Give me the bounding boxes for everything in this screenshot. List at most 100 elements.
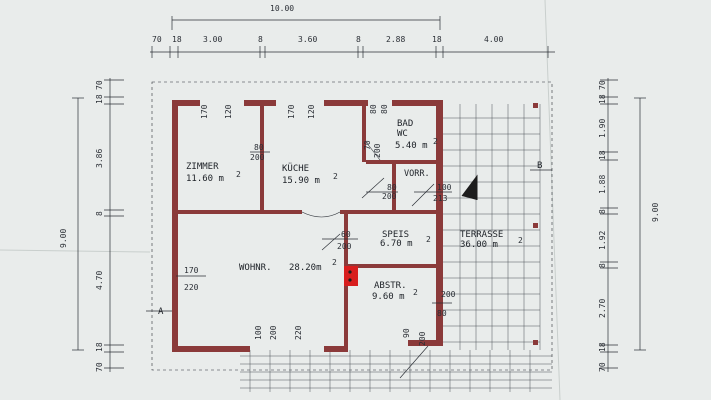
room-vorr: VORR.	[404, 169, 430, 179]
right-dim-label: 1.92	[598, 231, 607, 250]
door-swing	[301, 211, 341, 218]
room-area: 9.60 m	[372, 292, 405, 302]
top-dim-label: 4.00	[484, 35, 503, 44]
left-dimension-chain: 9.00 70 18 3.86 8 4.70 18 70	[59, 78, 124, 372]
right-dimension-chain: 70 18 1.90 18 1.88 8 1.92 8 2.70 18 70 9…	[598, 78, 660, 372]
chimney-flue	[348, 278, 352, 282]
room-name-secondary: WC	[397, 129, 408, 139]
left-dim-label: 4.70	[95, 271, 104, 290]
section-marker: A	[158, 307, 164, 317]
room-area-exponent: 2	[426, 235, 431, 244]
left-dim-label: 70	[95, 362, 104, 372]
room-name: BAD	[397, 119, 413, 129]
room-area: 5.40 m	[395, 141, 428, 151]
room-area: 36.00 m	[460, 240, 498, 250]
section-marker: B	[537, 161, 542, 171]
right-dim-label: 18	[598, 342, 607, 352]
chimney	[344, 266, 358, 286]
opening-height: 80	[437, 309, 447, 318]
opening-height: 200	[250, 153, 265, 162]
room-area-exponent: 2	[413, 288, 418, 297]
top-dim-label: 70	[152, 35, 162, 44]
right-dim-label: 18	[598, 94, 607, 104]
room-area-exponent: 2	[333, 172, 338, 181]
terrace-post	[533, 103, 538, 108]
room-area: 11.60 m	[186, 174, 224, 184]
room-name: ABSTR.	[374, 281, 407, 291]
right-dim-label: 70	[598, 80, 607, 90]
opening-width: 80	[369, 104, 378, 114]
top-dim-label: 3.60	[298, 35, 317, 44]
opening-height: 213	[433, 194, 448, 203]
paper-fold-line	[544, 0, 561, 400]
exterior-walls	[172, 100, 443, 352]
room-area: 15.90 m	[282, 176, 320, 186]
opening-width: 70	[363, 140, 372, 150]
chimney-flue	[348, 270, 352, 274]
top-dim-label: 18	[432, 35, 442, 44]
opening-height: 220	[184, 283, 199, 292]
room-wohnr: WOHNR. 28.20m 2	[239, 258, 337, 273]
room-bad: BAD WC 5.40 m 2	[395, 119, 438, 151]
left-dim-label: 8	[95, 211, 104, 216]
right-dim-label: 1.88	[598, 175, 607, 194]
room-name: SPEIS	[382, 230, 409, 240]
room-speis: SPEIS 6.70 m 2	[380, 230, 431, 249]
room-name: VORR.	[404, 169, 430, 179]
opening-height: 200	[382, 192, 397, 201]
opening-width: 170	[287, 104, 296, 119]
opening-height: 80	[380, 104, 389, 114]
opening-width: 100	[437, 183, 452, 192]
right-dim-label: 8	[598, 209, 607, 214]
right-overall-dimension: 9.00	[651, 203, 660, 222]
left-dim-label: 18	[95, 94, 104, 104]
opening-width: 220	[294, 325, 303, 340]
right-dim-label: 1.90	[598, 119, 607, 138]
opening-width: 170	[200, 104, 209, 119]
room-zimmer: ZIMMER 11.60 m 2	[186, 162, 241, 184]
room-name: ZIMMER	[186, 162, 219, 172]
room-area-exponent: 2	[332, 258, 337, 267]
opening-width: 80	[254, 143, 264, 152]
room-area-exponent: 2	[433, 137, 438, 146]
opening-height: 120	[307, 104, 316, 119]
right-dim-label: 2.70	[598, 299, 607, 318]
opening-height: 200	[269, 325, 278, 340]
top-overall-dimension: 10.00	[270, 4, 294, 13]
room-name: KÜCHE	[282, 163, 309, 174]
opening-width: 60	[341, 230, 351, 239]
top-dim-label: 8	[258, 35, 263, 44]
paper-fold-line	[0, 249, 151, 253]
roof-outline	[151, 81, 553, 371]
top-dimension-chain: 10.00 70 18 3.00 8 3.60 8 2.88 18 4.00	[150, 4, 555, 58]
opening-width: 170	[184, 266, 199, 275]
opening-width: 100	[254, 325, 263, 340]
room-area: 6.70 m	[380, 239, 413, 249]
door-swing	[365, 141, 381, 161]
opening-width: 80	[387, 183, 397, 192]
room-area-exponent: 2	[518, 236, 523, 245]
opening-width: 90	[402, 328, 411, 338]
opening-height: 120	[224, 104, 233, 119]
entrance-arrow-icon	[461, 174, 478, 200]
opening-height: 200	[418, 331, 427, 346]
room-name: TERRASSE	[460, 230, 503, 240]
room-area: 28.20m	[289, 263, 322, 273]
left-dim-label: 18	[95, 342, 104, 352]
terrace-paving-grid	[240, 104, 552, 392]
room-kueche: KÜCHE 15.90 m 2	[282, 163, 338, 186]
left-dim-label: 3.86	[95, 149, 104, 168]
left-overall-dimension: 9.00	[59, 229, 68, 248]
room-area-exponent: 2	[236, 170, 241, 179]
right-dim-label: 8	[598, 263, 607, 268]
top-dim-label: 3.00	[203, 35, 222, 44]
right-dim-label: 70	[598, 362, 607, 372]
room-abstr: ABSTR. 9.60 m 2	[372, 281, 418, 302]
opening-labels: 170 120 170 120 80 80 80 200 70 200 80 2…	[176, 104, 456, 346]
opening-width: 200	[441, 290, 456, 299]
right-dim-label: 18	[598, 150, 607, 160]
top-dim-label: 2.88	[386, 35, 405, 44]
left-dim-label: 70	[95, 80, 104, 90]
terrace-post	[533, 223, 538, 228]
